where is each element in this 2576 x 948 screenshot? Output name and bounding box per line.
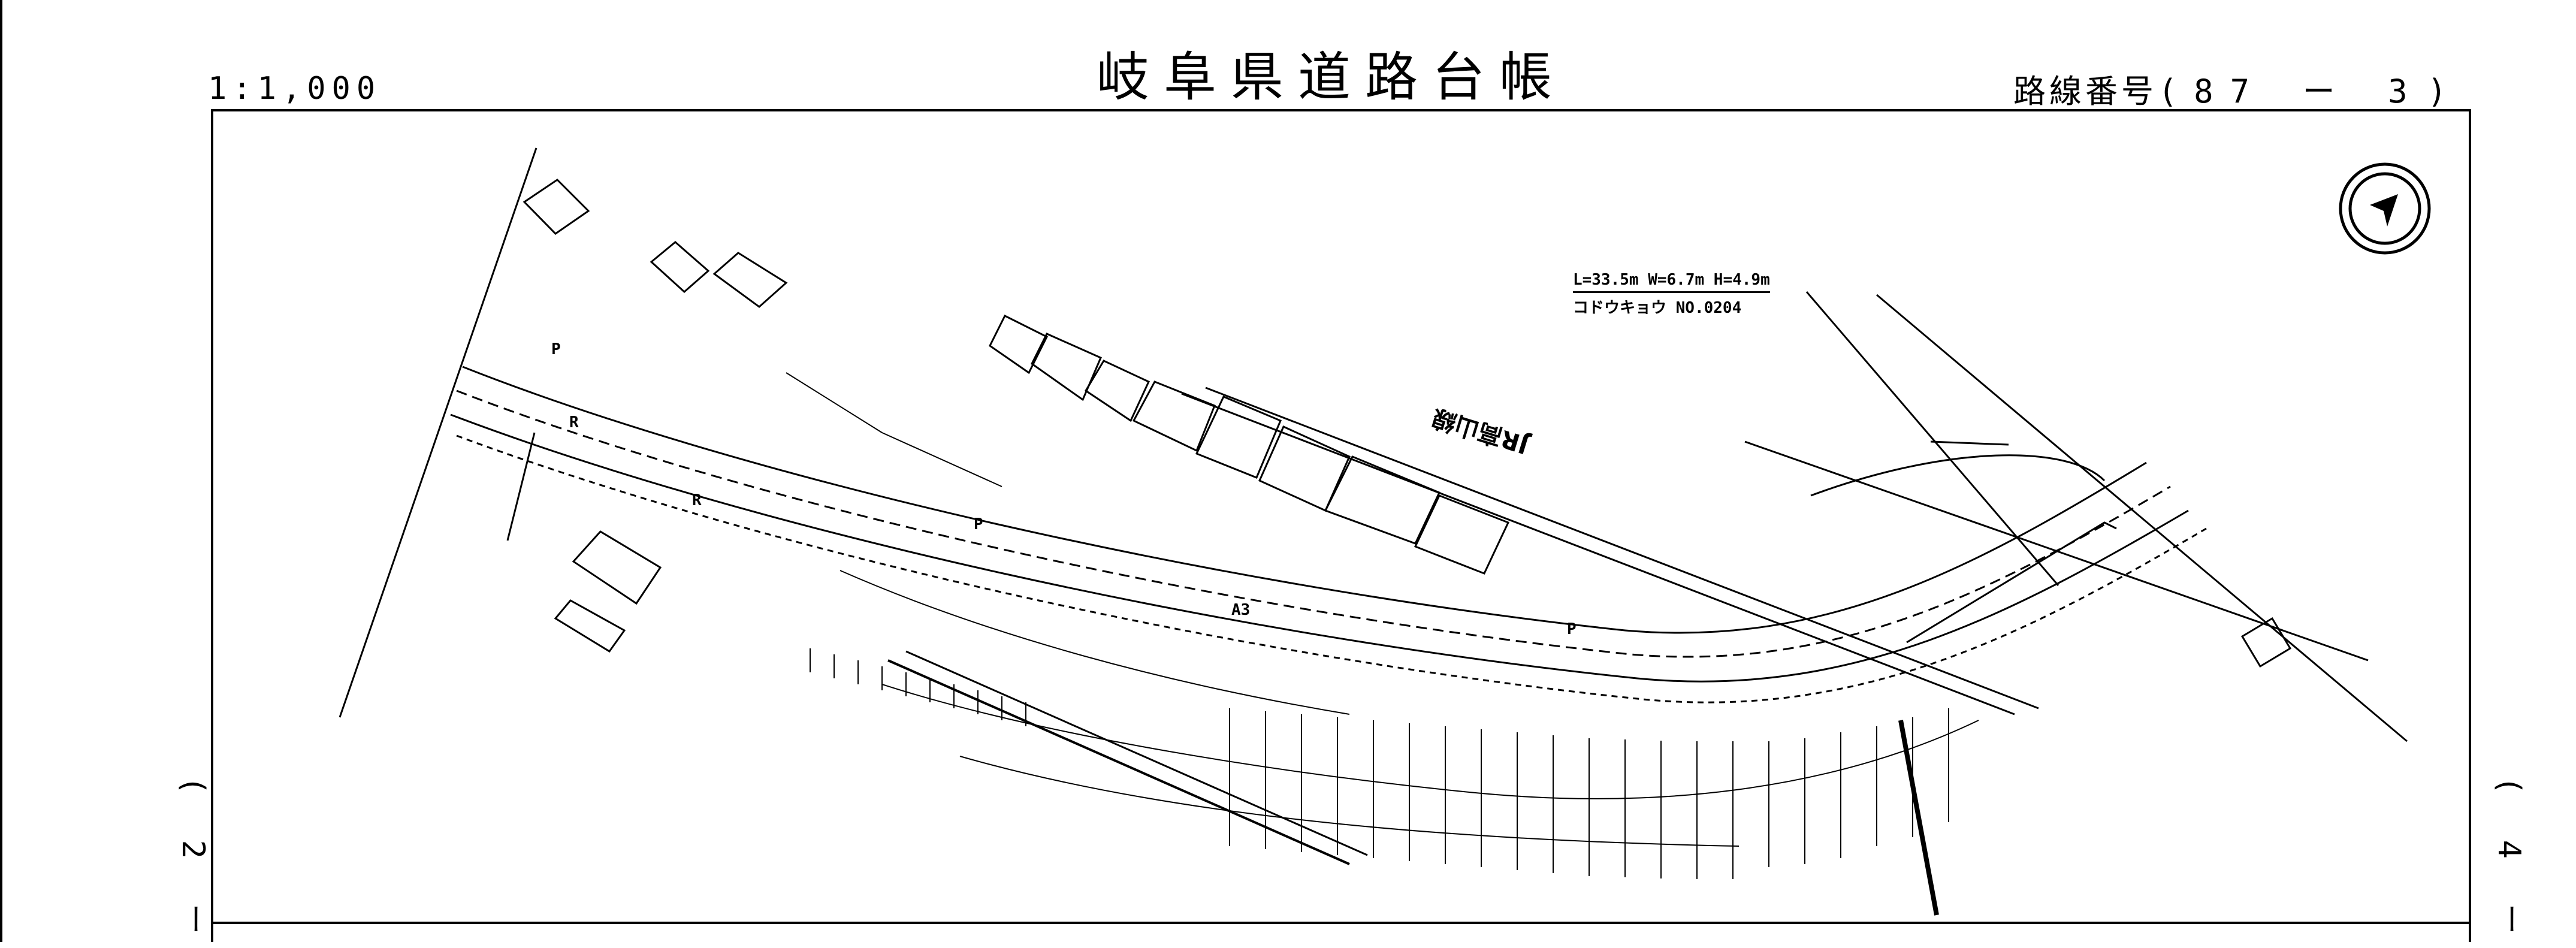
slope-marks [810, 648, 1949, 879]
route-number-label: 路線番号 [2013, 73, 2157, 110]
adjacent-sheet-left: ( 2 ー [175, 776, 211, 948]
map-frame [211, 109, 2471, 942]
road-plan-drawing [339, 147, 2408, 916]
buildings-north [523, 179, 1510, 575]
sheet-edge-line [0, 0, 2, 942]
map-label-r-2: R [692, 491, 702, 509]
building-southwest [572, 530, 662, 605]
building-southwest-2 [554, 599, 626, 653]
route-number-value: 87 ー 3 [2194, 73, 2424, 110]
bridge-leader-line-2 [1876, 294, 2408, 742]
bridge-leader-line [1805, 291, 2059, 586]
rail-line-north-2 [1205, 387, 2039, 710]
page-title: 岐阜県道路台帳 [1097, 46, 1567, 108]
route-number: 路線番号 ( 87 ー 3 ) [2013, 65, 2447, 112]
map-label-p: P [551, 340, 561, 358]
road-edge-south-dash [456, 434, 2207, 704]
map-label-p-2: P [974, 515, 983, 533]
east-structure-2 [1930, 440, 2009, 446]
map-frame-bottom-line [211, 922, 2471, 924]
east-slope [1906, 521, 2117, 644]
route-close-paren: ) [2430, 73, 2447, 110]
channel-diagonal-2 [905, 650, 1368, 856]
road-edge-centerline [456, 390, 2171, 658]
bridge-annotation: L=33.5m W=6.7m H=4.9m コドウキョウ NO.0204 [1573, 271, 1770, 318]
bridge-name: コドウキョウ NO.0204 [1573, 299, 1742, 317]
channel-diagonal [887, 659, 1350, 865]
map-label-a3: A3 [1231, 601, 1251, 619]
road-edge-north [462, 366, 2147, 634]
embankment-hatching [786, 372, 1979, 847]
route-open-paren: ( [2162, 73, 2179, 110]
map-label-r: R [569, 413, 579, 431]
map-label-p-3: P [1567, 620, 1577, 638]
boundary-line-west-2 [506, 432, 536, 541]
map-scale: 1:1,000 [208, 71, 382, 107]
bridge-crossing [1898, 720, 1939, 916]
rail-line-north [1181, 393, 2015, 715]
east-box [2240, 617, 2292, 668]
east-structure [1810, 454, 2106, 497]
bridge-dimensions: L=33.5m W=6.7m H=4.9m [1573, 271, 1770, 293]
adjacent-sheet-right: ( 4 ー [2491, 776, 2527, 948]
boundary-line-west [339, 147, 537, 718]
road-edge-south [450, 413, 2189, 683]
north-arrow-icon [2337, 161, 2433, 256]
